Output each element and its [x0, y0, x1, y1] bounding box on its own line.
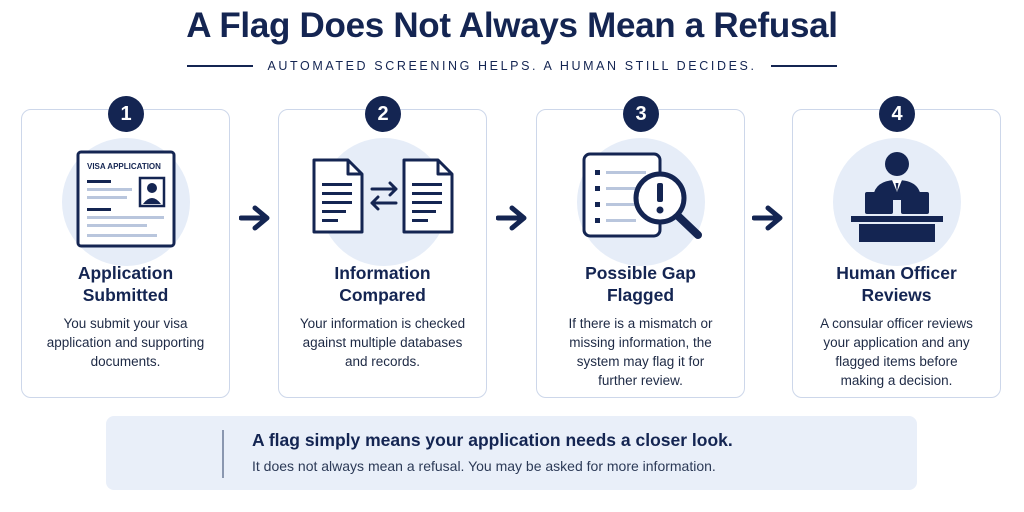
compare-documents-icon: [312, 158, 454, 234]
page-subtitle: AUTOMATED SCREENING HELPS. A HUMAN STILL…: [267, 59, 757, 73]
step-title-3-line2: Flagged: [606, 285, 675, 305]
step-description-4-line2: your application and any: [823, 335, 970, 350]
callout-box: [106, 416, 917, 490]
step-description-3: If there is a mismatch or missing inform…: [536, 314, 745, 390]
step-description-3-line4: further review.: [598, 373, 683, 388]
step-title-2: Information Compared: [278, 262, 487, 306]
step-description-4-line1: A consular officer reviews: [820, 316, 973, 331]
step-title-4-line2: Reviews: [861, 285, 932, 305]
step-description-4-line4: making a decision.: [840, 373, 953, 388]
subtitle-divider-left: [187, 65, 254, 67]
step-description-4-line3: flagged items before: [835, 354, 958, 369]
magnifier-alert-icon: [582, 152, 702, 239]
step-title-4: Human Officer Reviews: [792, 262, 1001, 306]
arrow-right-icon: [752, 205, 783, 231]
step-description-1-line3: documents.: [90, 354, 161, 369]
step-description-2-line1: Your information is checked: [299, 316, 466, 331]
step-title-2-line2: Compared: [339, 285, 426, 305]
step-title-4-line1: Human Officer: [836, 263, 957, 283]
step-description-1-line2: application and supporting: [46, 335, 205, 350]
step-title-1-line2: Submitted: [82, 285, 169, 305]
step-title-2-line1: Information: [334, 263, 431, 283]
arrow-right-icon: [239, 205, 270, 231]
step-description-2-line2: against multiple databases: [302, 335, 463, 350]
step-description-1: You submit your visa application and sup…: [21, 314, 230, 371]
step-description-2-line3: and records.: [344, 354, 421, 369]
callout-divider: [222, 430, 224, 478]
step-title-3-line1: Possible Gap: [585, 263, 696, 283]
step-description-3-line3: system may flag it for: [576, 354, 705, 369]
step-description-1-line1: You submit your visa: [63, 316, 188, 331]
callout-headline: A flag simply means your application nee…: [252, 430, 733, 450]
step-title-1: Application Submitted: [21, 262, 230, 306]
step-description-4: A consular officer reviews your applicat…: [792, 314, 1001, 390]
visa-application-label: VISA APPLICATION: [87, 162, 161, 171]
visa-application-form-icon: VISA APPLICATION: [76, 150, 176, 248]
step-description-2: Your information is checked against mult…: [278, 314, 487, 371]
step-number-badge-2: 2: [365, 96, 401, 132]
step-description-3-line1: If there is a mismatch or: [568, 316, 713, 331]
step-title-3: Possible Gap Flagged: [536, 262, 745, 306]
arrow-right-icon: [496, 205, 527, 231]
step-title-1-line1: Application: [77, 263, 174, 283]
callout-note: It does not always mean a refusal. You m…: [252, 458, 716, 474]
subtitle-row: AUTOMATED SCREENING HELPS. A HUMAN STILL…: [0, 56, 1024, 76]
step-number-badge-4: 4: [879, 96, 915, 132]
step-description-3-line2: missing information, the: [569, 335, 712, 350]
step-number-badge-3: 3: [623, 96, 659, 132]
step-number-badge-1: 1: [108, 96, 144, 132]
page-title: A Flag Does Not Always Mean a Refusal: [186, 6, 838, 45]
subtitle-divider-right: [770, 65, 837, 67]
officer-at-desk-icon: [851, 152, 943, 242]
